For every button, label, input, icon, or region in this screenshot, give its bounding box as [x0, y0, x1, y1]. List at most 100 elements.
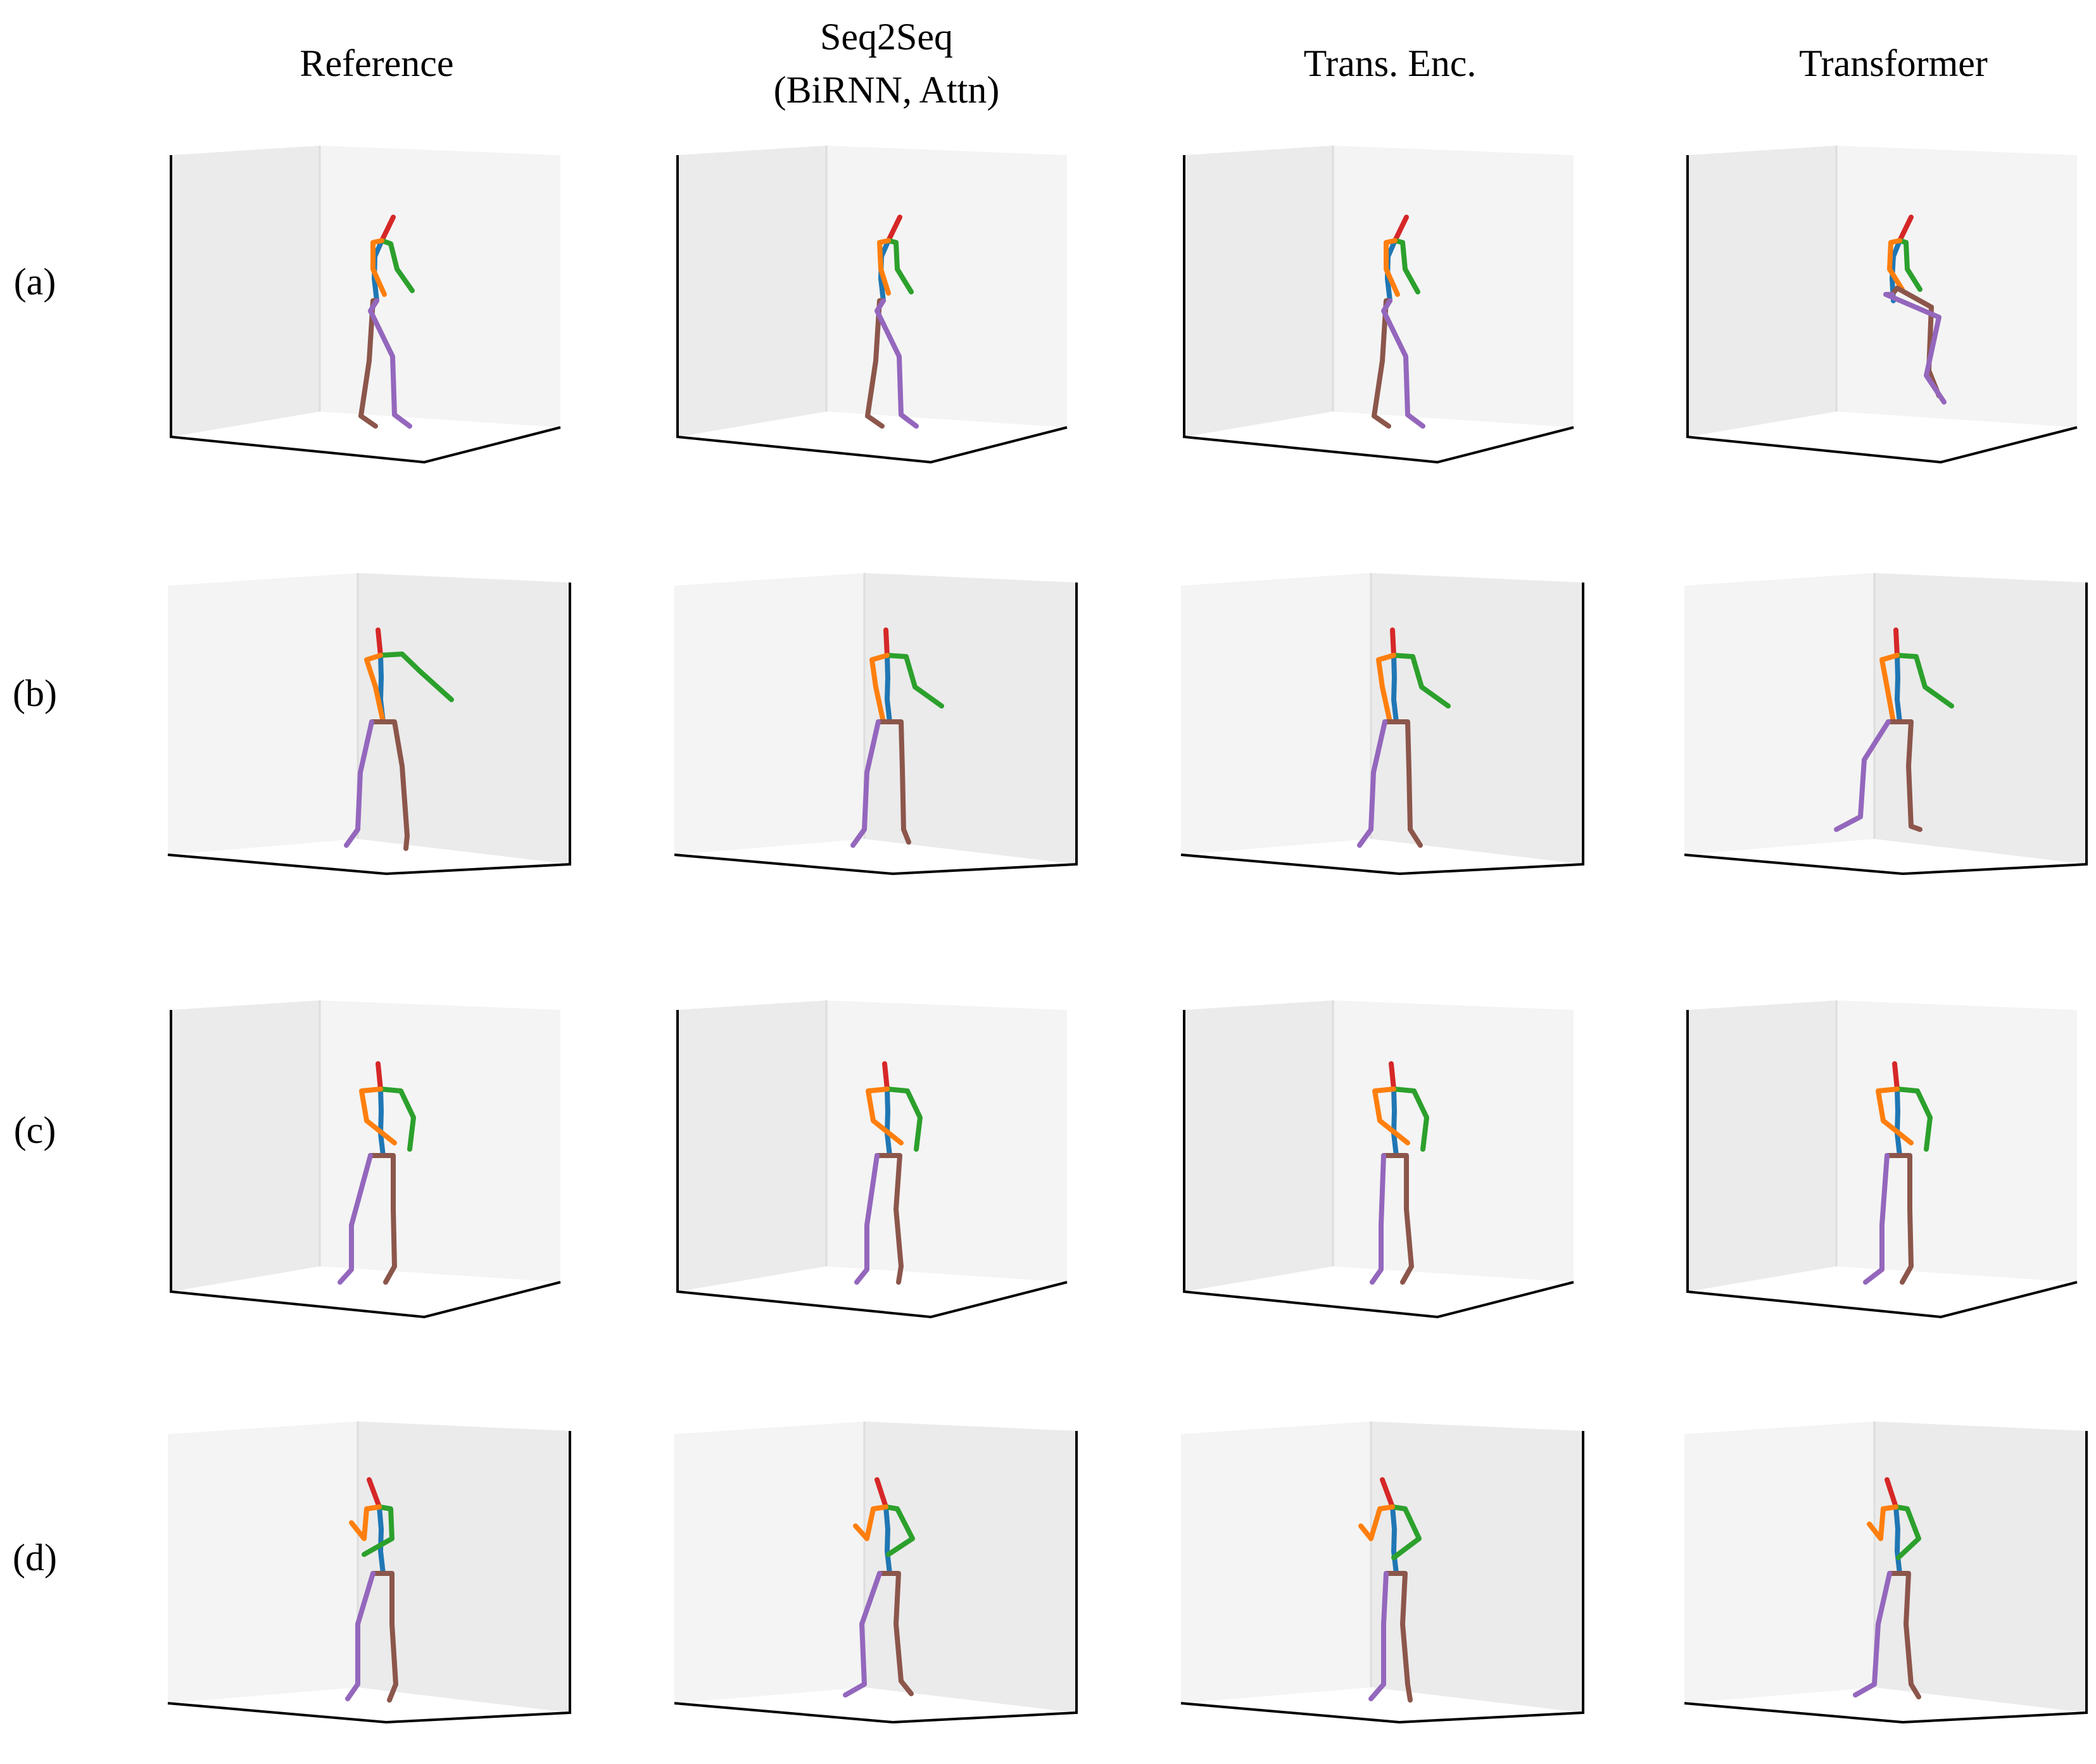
spine-segment — [885, 1087, 892, 1158]
back-pane-left — [171, 1000, 320, 1292]
back-pane-left — [1184, 146, 1333, 437]
skeleton — [1370, 1061, 1429, 1285]
right-leg-segment — [876, 719, 911, 845]
axis-lines — [1180, 583, 1584, 876]
left-arm-segment — [1887, 238, 1905, 292]
spine-segment — [885, 653, 892, 724]
left-arm-segment — [869, 653, 890, 724]
right-arm-segment — [1893, 1504, 1921, 1560]
back-pane-right — [864, 1421, 1076, 1713]
left-leg-segment — [345, 1571, 376, 1701]
skeleton — [854, 1061, 923, 1285]
head-segment — [1897, 215, 1914, 243]
left-leg-segment — [1381, 298, 1425, 429]
right-leg-segment — [368, 1153, 397, 1285]
skeleton-panel — [167, 1421, 571, 1724]
row-label: (c) — [14, 1109, 56, 1151]
row-label: (b) — [13, 672, 57, 714]
axis-lines — [1180, 1431, 1584, 1724]
back-pane-right — [320, 1000, 560, 1282]
left-arm-segment — [349, 1504, 382, 1541]
spine-segment — [1895, 653, 1902, 724]
axes-box — [167, 573, 571, 876]
skeleton — [850, 627, 944, 848]
axes-box — [1183, 146, 1574, 464]
left-leg-segment — [1883, 292, 1947, 405]
left-leg-segment — [368, 298, 412, 429]
left-arm-segment — [1384, 238, 1400, 297]
back-pane-left — [1684, 1421, 1874, 1703]
back-pane-right — [1874, 1421, 2087, 1713]
left-arm-segment — [866, 1087, 904, 1145]
skeleton — [1357, 627, 1451, 848]
axes-box — [674, 573, 1078, 876]
head-segment — [379, 215, 396, 243]
skeleton-panel — [674, 573, 1078, 876]
skeleton — [345, 1477, 398, 1703]
left-leg-segment — [874, 298, 919, 429]
spine-segment — [1893, 1504, 1902, 1576]
back-pane-right — [358, 573, 570, 864]
column-header: (BiRNN, Attn) — [774, 69, 1000, 111]
left-arm-segment — [877, 238, 891, 296]
axis-lines — [167, 583, 571, 876]
right-arm-segment — [886, 238, 914, 294]
skeleton — [865, 215, 919, 429]
skeleton-panel — [167, 573, 571, 876]
back-pane-right — [358, 1421, 570, 1713]
right-leg-segment — [874, 1153, 904, 1285]
back-pane-right — [1333, 1000, 1574, 1282]
head-segment — [1380, 1477, 1395, 1509]
skeleton-panel — [170, 1000, 561, 1319]
left-arm-segment — [1358, 1504, 1395, 1541]
skeleton — [1358, 1477, 1422, 1703]
right-arm-segment — [1895, 653, 1954, 709]
right-arm-segment — [378, 652, 454, 702]
axes-box — [676, 1000, 1068, 1319]
skeleton-panel — [1183, 1000, 1574, 1319]
left-leg-segment — [850, 719, 881, 848]
skeleton-panel — [1684, 573, 2088, 876]
left-leg-segment — [1834, 719, 1891, 832]
head-segment — [1389, 1061, 1396, 1092]
axes-box — [167, 1421, 571, 1724]
skeleton-panel — [1684, 1421, 2088, 1724]
left-arm-segment — [1867, 1504, 1898, 1541]
axis-lines — [1686, 1010, 2078, 1319]
back-pane-left — [678, 146, 826, 437]
spine-segment — [1390, 1504, 1399, 1576]
left-leg-segment — [1357, 719, 1387, 848]
back-pane-right — [1333, 146, 1574, 427]
axes-box — [1180, 1421, 1584, 1724]
axis-lines — [1684, 1431, 2088, 1724]
axis-lines — [674, 1431, 1078, 1724]
spine-segment — [1895, 1087, 1902, 1158]
spine-segment — [378, 1087, 386, 1158]
skeleton-panel — [1180, 1421, 1584, 1724]
head-segment — [883, 627, 890, 658]
axis-lines — [1183, 1010, 1574, 1319]
column-header: Transformer — [1799, 42, 1988, 84]
left-arm-segment — [853, 1504, 888, 1541]
right-leg-segment — [1381, 1153, 1414, 1285]
left-leg-segment — [854, 1153, 880, 1285]
column-header: Reference — [300, 42, 453, 84]
left-arm-segment — [1376, 653, 1396, 724]
head-segment — [376, 627, 383, 658]
axis-lines — [1686, 155, 2078, 464]
axes-box — [1686, 146, 2078, 464]
left-leg-segment — [1853, 1571, 1892, 1698]
skeleton-panel — [1686, 1000, 2078, 1319]
back-pane-left — [168, 1421, 358, 1703]
back-pane-left — [674, 573, 864, 855]
back-pane-left — [171, 146, 320, 437]
right-arm-segment — [1390, 1504, 1422, 1560]
head-segment — [1885, 1477, 1898, 1509]
axis-lines — [170, 155, 561, 464]
left-leg-segment — [1370, 1153, 1386, 1285]
left-leg-segment — [1368, 1571, 1389, 1701]
back-pane-right — [1371, 573, 1583, 864]
spine-segment — [1391, 1087, 1399, 1158]
skeleton — [1853, 1477, 1921, 1699]
